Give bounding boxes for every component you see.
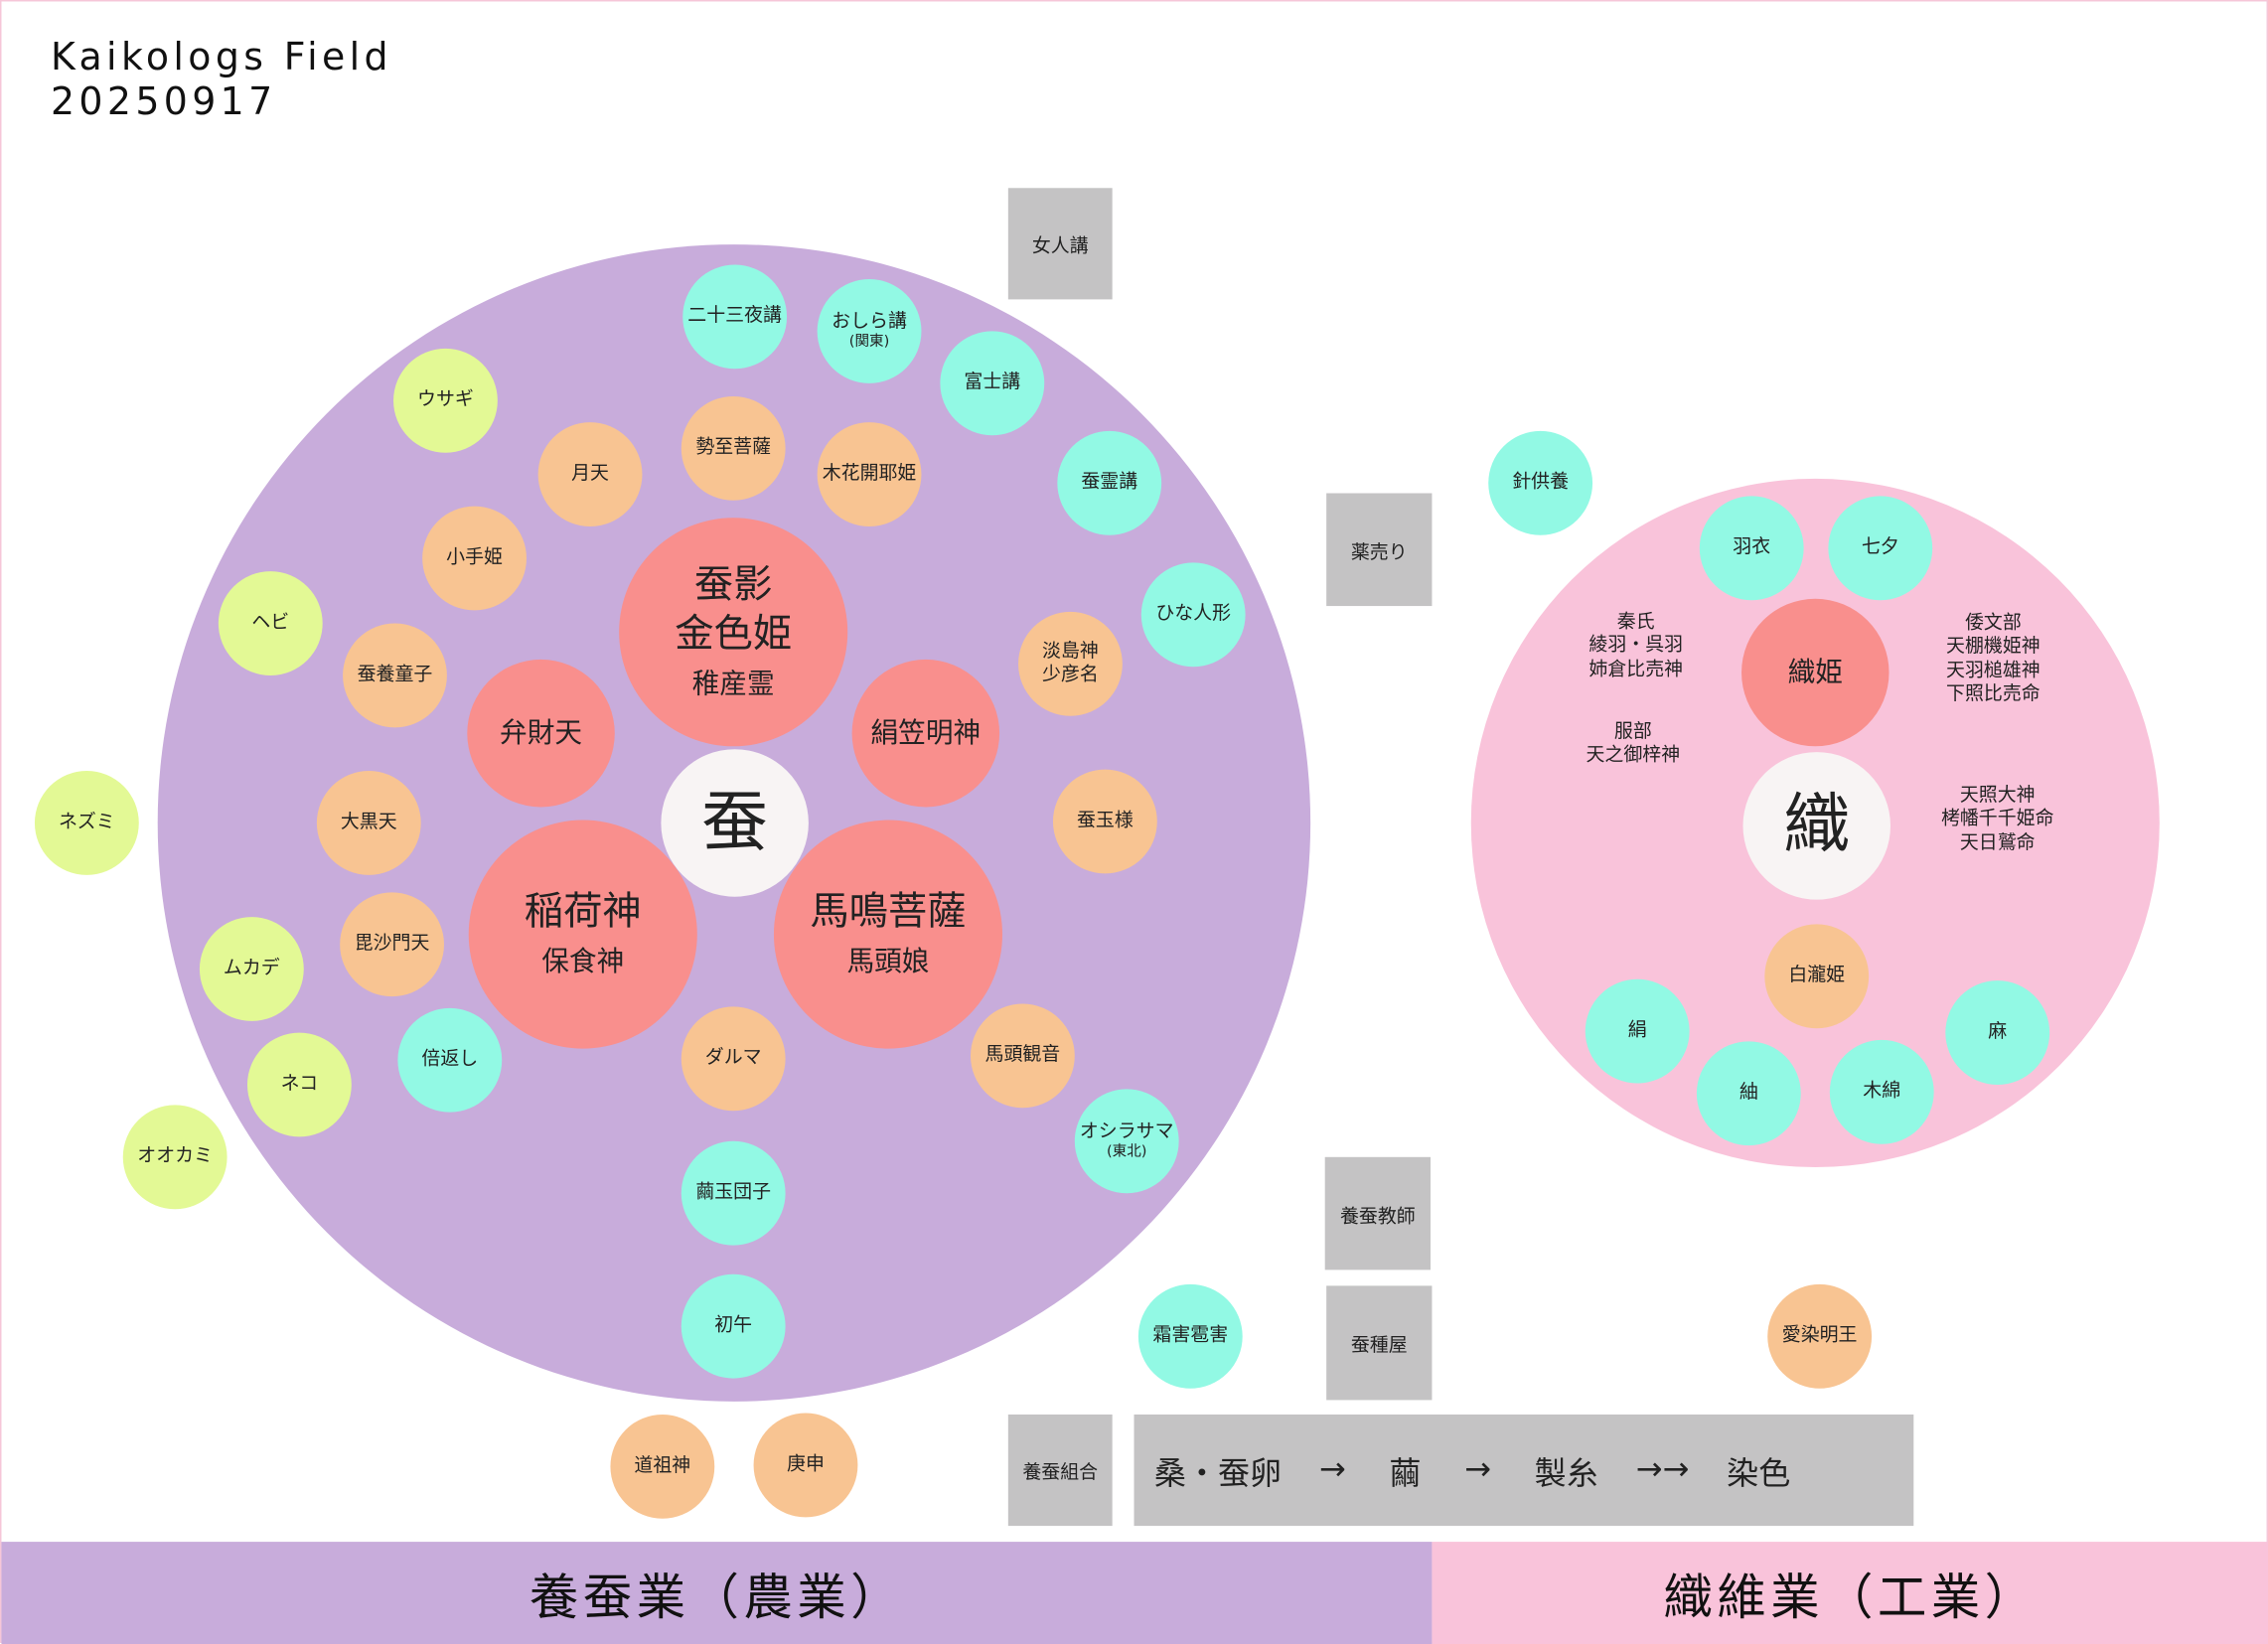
- animal-item: ムカデ: [199, 917, 304, 1021]
- deity-item: 蚕玉様: [1052, 769, 1157, 874]
- sublabel: (東北): [1106, 1143, 1147, 1160]
- deity-item: 蚕養童子: [343, 623, 447, 728]
- textile-item: 羽衣: [1699, 496, 1804, 601]
- deity-item: 淡島神 少彦名: [1018, 611, 1123, 716]
- sublabel: 馬頭娘: [846, 946, 930, 978]
- label: 蚕影 金色姫: [675, 562, 793, 658]
- group-shitoribe: 倭文部 天棚機姫神 天羽槌雄神 下照比売命: [1946, 612, 2041, 705]
- step-dyeing: 染色: [1727, 1455, 1791, 1492]
- title-line1: Kaikologs Field: [50, 36, 392, 80]
- animal-item: ネズミ: [34, 771, 139, 875]
- textile-item: 麻: [1945, 980, 2050, 1085]
- faith-item: おしら講(関東): [817, 279, 922, 383]
- textile-item: 絹: [1585, 978, 1690, 1084]
- animal-item: オオカミ: [122, 1105, 227, 1210]
- box-kyoshi: 養蚕教師: [1324, 1156, 1431, 1270]
- arrow: →: [1464, 1451, 1491, 1489]
- deity-item: 毘沙門天: [340, 892, 444, 997]
- label: 馬鳴菩薩: [810, 889, 967, 935]
- center-weaving: 織: [1742, 752, 1890, 900]
- sublabel: (関東): [848, 334, 890, 351]
- label: 稲荷神: [524, 889, 642, 935]
- textile-item: 七夕: [1828, 496, 1933, 601]
- label: おしら講: [832, 311, 907, 334]
- animal-item: ウサギ: [393, 348, 498, 453]
- arrow: →→: [1635, 1451, 1690, 1489]
- footer-sericulture: 養蚕業（農業）: [1, 1542, 1433, 1644]
- textile-item: 木綿: [1829, 1039, 1934, 1144]
- textile-item: 紬: [1696, 1041, 1801, 1146]
- deity-memyo: 馬鳴菩薩馬頭娘: [773, 820, 1003, 1049]
- group-hatori: 服部 天之御梓神: [1586, 721, 1681, 767]
- deity-item: 小手姫: [422, 506, 527, 611]
- deity-benzaiten: 弁財天: [467, 659, 615, 808]
- faith-item: オシラサマ(東北): [1074, 1089, 1179, 1194]
- sublabel: 保食神: [541, 946, 625, 978]
- deity-orihime: 織姫: [1741, 598, 1890, 747]
- deity-item: 庚申: [753, 1413, 858, 1518]
- deity-item: 愛染明王: [1767, 1283, 1873, 1389]
- center-silkworm: 蚕: [661, 749, 809, 897]
- faith-item: ひな人形: [1140, 562, 1246, 668]
- faith-item: 二十三夜講: [682, 264, 788, 370]
- deity-kinugasa: 絹笠明神: [851, 659, 1000, 808]
- faith-item: 倍返し: [397, 1007, 503, 1113]
- title: Kaikologs Field 20250917: [51, 36, 392, 125]
- animal-item: ネコ: [246, 1032, 352, 1137]
- box-nyoninko: 女人講: [1007, 188, 1113, 300]
- deity-item: ダルマ: [680, 1006, 786, 1112]
- deity-item: 月天: [537, 422, 643, 526]
- step-reeling: 製糸: [1534, 1455, 1598, 1492]
- faith-item: 繭玉団子: [680, 1140, 786, 1246]
- sublabel: 稚産霊: [691, 668, 775, 700]
- box-kusuriuri: 薬売り: [1326, 493, 1433, 607]
- process-flow: 桑・蚕卵 → 繭 → 製糸 →→ 染色: [1134, 1414, 1914, 1527]
- faith-item: 富士講: [940, 331, 1045, 436]
- label: オシラサマ: [1079, 1121, 1174, 1143]
- faith-item: 初午: [680, 1273, 786, 1379]
- deity-item: 大黒天: [316, 771, 421, 875]
- step-cocoon: 繭: [1389, 1455, 1422, 1492]
- deity-item: 道祖神: [610, 1414, 715, 1519]
- arrow: →: [1318, 1451, 1346, 1489]
- deity-item: 木花開耶姫: [817, 422, 922, 526]
- textile-item: 針供養: [1488, 430, 1593, 535]
- box-kumiai: 養蚕組合: [1007, 1414, 1113, 1527]
- title-date: 20250917: [50, 80, 277, 125]
- faith-item: 霜害雹害: [1137, 1283, 1243, 1389]
- deity-item: 勢至菩薩: [680, 395, 786, 501]
- footer-textile: 織維業（工業）: [1432, 1542, 2268, 1644]
- box-shuya: 蚕種屋: [1326, 1285, 1433, 1401]
- group-amaterasu: 天照大神 栲幡千千姫命 天日鷲命: [1940, 785, 2054, 854]
- deity-item: 白瀧姫: [1764, 924, 1870, 1029]
- deity-inari: 稲荷神保食神: [468, 820, 697, 1049]
- deity-item: 馬頭観音: [970, 1003, 1075, 1109]
- deity-kokage: 蚕影 金色姫稚産霊: [619, 518, 848, 747]
- animal-item: ヘビ: [218, 571, 323, 675]
- faith-item: 蚕霊講: [1057, 430, 1162, 535]
- group-hata: 秦氏 綾羽・呉羽 姉倉比売神: [1588, 611, 1684, 680]
- step-mulberry: 桑・蚕卵: [1153, 1455, 1283, 1492]
